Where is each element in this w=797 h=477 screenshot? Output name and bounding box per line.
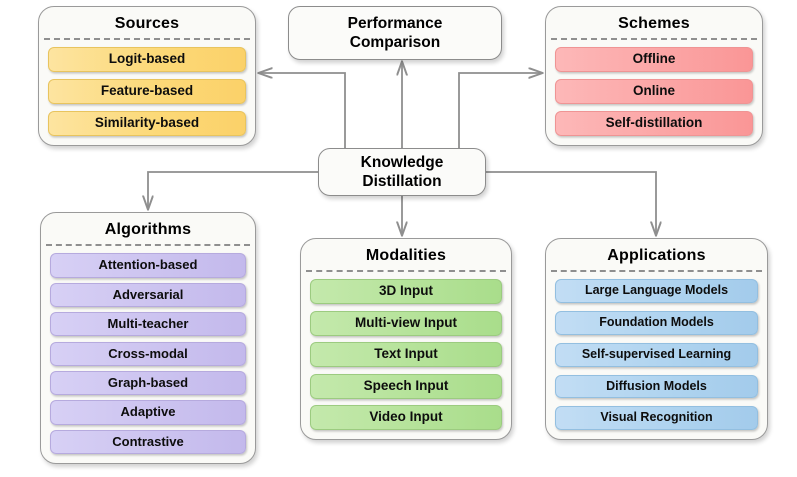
list-item[interactable]: Self-distillation — [555, 111, 753, 136]
edge-center-to-sources — [259, 73, 346, 148]
list-item[interactable]: Multi-view Input — [310, 310, 502, 336]
list-item[interactable]: Contrastive — [50, 429, 246, 454]
list-item[interactable]: Multi-teacher — [50, 312, 246, 337]
node-performance-comparison[interactable]: Performance Comparison — [288, 6, 502, 60]
list-item[interactable]: Video Input — [310, 405, 502, 430]
edge-center-to-applications — [486, 171, 656, 235]
list-item[interactable]: Graph-based — [50, 370, 246, 396]
panel-modalities: Modalities 3D Input Multi-view Input Tex… — [300, 238, 512, 440]
list-item[interactable]: Text Input — [310, 342, 502, 368]
node-knowledge-distillation-line2: Distillation — [362, 173, 442, 190]
list-item[interactable]: Offline — [555, 47, 753, 73]
panel-algorithms-title: Algorithms — [104, 221, 192, 238]
node-knowledge-distillation-line1: Knowledge — [360, 153, 444, 171]
panel-algorithms: Algorithms Attention-based Adversarial M… — [40, 212, 256, 464]
list-item[interactable]: Logit-based — [48, 47, 246, 73]
panel-sources-title: Sources — [114, 15, 180, 32]
list-item[interactable]: Self-supervised Learning — [555, 342, 758, 367]
list-item[interactable]: Similarity-based — [48, 111, 246, 136]
panel-modalities-divider — [306, 270, 506, 273]
panel-modalities-items: 3D Input Multi-view Input Text Input Spe… — [310, 279, 502, 430]
panel-applications-items: Large Language Models Foundation Models … — [555, 279, 758, 430]
node-performance-comparison-label: Performance Comparison — [348, 14, 443, 53]
panel-schemes: Schemes Offline Online Self-distillation — [545, 6, 763, 146]
panel-applications: Applications Large Language Models Found… — [545, 238, 768, 440]
list-item[interactable]: 3D Input — [310, 279, 502, 305]
node-knowledge-distillation-label: Knowledge Distillation — [361, 153, 444, 192]
node-performance-comparison-line1: Performance — [347, 14, 443, 32]
panel-modalities-title: Modalities — [365, 247, 447, 264]
node-knowledge-distillation[interactable]: Knowledge Distillation — [318, 148, 486, 196]
list-item[interactable]: Feature-based — [48, 79, 246, 105]
panel-schemes-title: Schemes — [618, 15, 690, 32]
panel-algorithms-items: Attention-based Adversarial Multi-teache… — [50, 253, 246, 454]
panel-applications-title: Applications — [607, 247, 706, 264]
panel-sources-items: Logit-based Feature-based Similarity-bas… — [48, 47, 246, 136]
list-item[interactable]: Adaptive — [50, 400, 246, 425]
panel-schemes-items: Offline Online Self-distillation — [555, 47, 753, 136]
node-performance-comparison-line2: Comparison — [349, 34, 441, 51]
panel-schemes-divider — [551, 38, 757, 41]
list-item[interactable]: Cross-modal — [50, 341, 246, 366]
panel-algorithms-divider — [46, 244, 250, 247]
list-item[interactable]: Diffusion Models — [555, 374, 758, 399]
list-item[interactable]: Large Language Models — [555, 279, 758, 304]
panel-applications-divider — [551, 270, 762, 273]
edge-center-to-schemes — [458, 73, 542, 148]
list-item[interactable]: Attention-based — [50, 253, 246, 278]
panel-sources: Sources Logit-based Feature-based Simila… — [38, 6, 256, 146]
list-item[interactable]: Foundation Models — [555, 311, 758, 335]
list-item[interactable]: Adversarial — [50, 282, 246, 308]
list-item[interactable]: Online — [555, 79, 753, 105]
list-item[interactable]: Speech Input — [310, 373, 502, 399]
panel-sources-divider — [44, 38, 250, 41]
list-item[interactable]: Visual Recognition — [555, 406, 758, 430]
edge-center-to-algorithms — [148, 171, 318, 209]
